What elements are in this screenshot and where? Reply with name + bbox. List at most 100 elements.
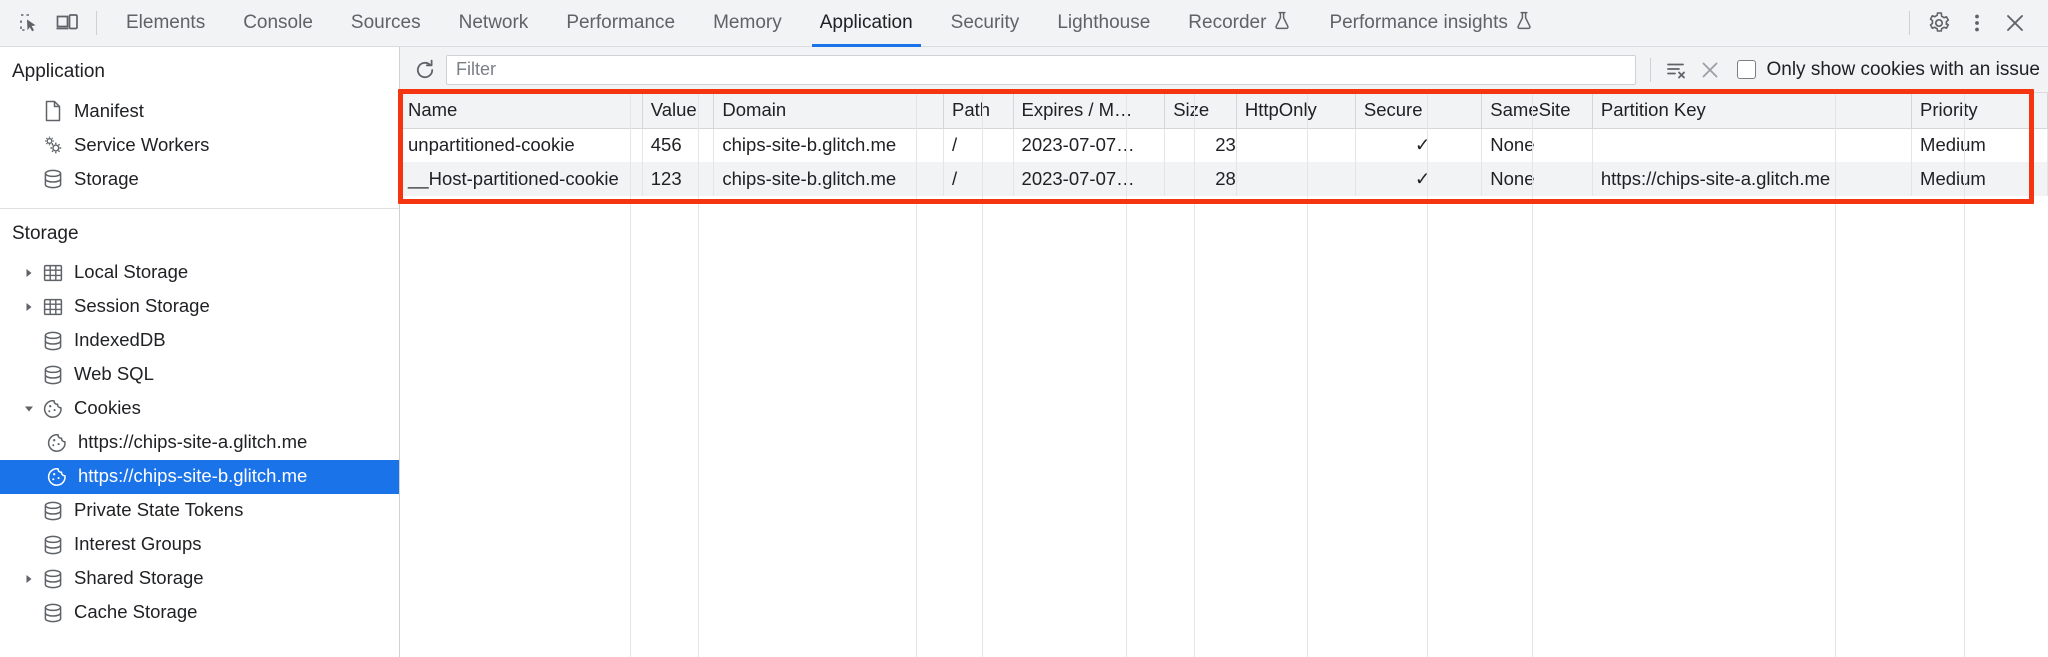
tab-label: Memory xyxy=(713,12,782,33)
tab-label: Sources xyxy=(350,12,421,33)
tab-security[interactable]: Security xyxy=(932,0,1039,47)
chevron-right-icon[interactable] xyxy=(18,301,40,313)
sidebar-item-storage[interactable]: Storage xyxy=(0,162,399,196)
column-header-size[interactable]: Size xyxy=(1164,93,1237,129)
tab-label: Elements xyxy=(126,12,206,33)
sidebar-divider xyxy=(0,207,399,209)
sidebar-item-session-storage[interactable]: Session Storage xyxy=(0,290,399,324)
sidebar-item-label: https://chips-site-b.glitch.me xyxy=(78,465,308,487)
filter-input[interactable] xyxy=(446,54,1637,85)
filter-divider xyxy=(1650,57,1652,82)
experiment-flask-icon xyxy=(1516,11,1533,36)
table-row[interactable]: __Host-partitioned-cookie 123 chips-site… xyxy=(400,162,2048,196)
tab-sources[interactable]: Sources xyxy=(332,0,440,47)
chevron-right-icon[interactable] xyxy=(18,267,40,279)
column-header-domain[interactable]: Domain xyxy=(713,93,945,129)
devtools-body: Application Manifest xyxy=(0,47,2048,657)
tab-application[interactable]: Application xyxy=(801,0,932,47)
experiment-flask-icon xyxy=(1274,11,1291,36)
delete-selected-icon[interactable] xyxy=(1693,53,1727,87)
sidebar-item-web-sql[interactable]: Web SQL xyxy=(0,358,399,392)
sidebar-item-indexeddb[interactable]: IndexedDB xyxy=(0,324,399,358)
column-header-priority[interactable]: Priority xyxy=(1911,93,2048,129)
tab-label: Console xyxy=(243,12,313,33)
cookies-table-body: unpartitioned-cookie 456 chips-site-b.gl… xyxy=(400,128,2048,196)
only-show-cookies-with-issue-checkbox[interactable]: Only show cookies with an issue xyxy=(1737,59,2040,81)
chevron-down-icon[interactable] xyxy=(18,403,40,415)
sidebar-item-interest-groups[interactable]: Interest Groups xyxy=(0,528,399,562)
cell-expires: 2023-07-07… xyxy=(1013,128,1166,162)
column-header-value[interactable]: Value xyxy=(642,93,715,129)
sidebar-item-label: Session Storage xyxy=(74,295,210,317)
cookie-icon xyxy=(44,432,70,454)
cell-priority: Medium xyxy=(1911,128,2048,162)
database-icon xyxy=(40,330,66,352)
tab-recorder[interactable]: Recorder xyxy=(1169,0,1310,47)
tab-label: Security xyxy=(950,12,1020,33)
sidebar-item-label: Shared Storage xyxy=(74,567,204,589)
sidebar-item-cookies-chips-site-a[interactable]: https://chips-site-a.glitch.me xyxy=(0,426,399,460)
checkbox-box[interactable] xyxy=(1737,60,1757,79)
database-icon xyxy=(40,568,66,590)
database-icon xyxy=(40,602,66,624)
column-header-samesite[interactable]: SameSite xyxy=(1481,93,1593,129)
column-header-expires[interactable]: Expires / M… xyxy=(1013,93,1166,129)
sidebar-item-label: Web SQL xyxy=(74,363,154,385)
sidebar-item-service-workers[interactable]: Service Workers xyxy=(0,128,399,162)
inspect-element-icon[interactable] xyxy=(10,4,48,42)
devtools-toolbar: Elements Console Sources Network Perform… xyxy=(0,0,2048,47)
table-icon xyxy=(40,262,66,284)
column-header-path[interactable]: Path xyxy=(943,93,1014,129)
cell-value: 456 xyxy=(642,128,715,162)
table-row[interactable]: unpartitioned-cookie 456 chips-site-b.gl… xyxy=(400,128,2048,162)
tab-memory[interactable]: Memory xyxy=(694,0,801,47)
table-header-row: Name Value Domain Path Expires / M… Size… xyxy=(400,93,2048,129)
sidebar-item-manifest[interactable]: Manifest xyxy=(0,94,399,128)
tab-label: Network xyxy=(458,12,529,33)
cell-samesite: None xyxy=(1481,162,1593,196)
chevron-right-icon[interactable] xyxy=(18,573,40,585)
tab-label: Performance insights xyxy=(1329,12,1508,33)
column-header-partition-key[interactable]: Partition Key xyxy=(1592,93,1913,129)
cell-size: 28 xyxy=(1164,162,1237,196)
device-toolbar-icon[interactable] xyxy=(48,4,86,42)
clear-all-cookies-icon[interactable] xyxy=(1659,53,1693,87)
gear-icon[interactable] xyxy=(1920,4,1958,42)
table-icon xyxy=(40,296,66,318)
cell-name: __Host-partitioned-cookie xyxy=(400,162,643,196)
more-vertical-icon[interactable] xyxy=(1958,4,1996,42)
sidebar-item-shared-storage[interactable]: Shared Storage xyxy=(0,562,399,596)
application-section: Application Manifest xyxy=(0,47,399,209)
cell-secure: ✓ xyxy=(1355,128,1483,162)
tab-network[interactable]: Network xyxy=(440,0,548,47)
tab-label: Recorder xyxy=(1188,12,1267,33)
cell-path: / xyxy=(943,162,1014,196)
sidebar-item-label: https://chips-site-a.glitch.me xyxy=(78,431,308,453)
close-icon[interactable] xyxy=(1996,4,2034,42)
sidebar-item-local-storage[interactable]: Local Storage xyxy=(0,256,399,290)
cell-domain: chips-site-b.glitch.me xyxy=(713,162,945,196)
cell-httponly xyxy=(1236,162,1356,196)
cell-partition-key xyxy=(1592,128,1913,162)
cell-partition-key: https://chips-site-a.glitch.me xyxy=(1592,162,1913,196)
tab-elements[interactable]: Elements xyxy=(107,0,224,47)
document-icon xyxy=(40,100,66,122)
refresh-icon[interactable] xyxy=(408,53,442,87)
column-header-httponly[interactable]: HttpOnly xyxy=(1236,93,1356,129)
tab-performance-insights[interactable]: Performance insights xyxy=(1310,0,1551,47)
column-header-name[interactable]: Name xyxy=(400,93,643,129)
tab-label: Lighthouse xyxy=(1057,12,1151,33)
cell-secure: ✓ xyxy=(1355,162,1483,196)
tab-lighthouse[interactable]: Lighthouse xyxy=(1038,0,1169,47)
sidebar-item-cookies-chips-site-b[interactable]: https://chips-site-b.glitch.me xyxy=(0,459,399,494)
cookie-icon xyxy=(40,398,66,420)
column-header-secure[interactable]: Secure xyxy=(1355,93,1483,129)
sidebar-item-private-state-tokens[interactable]: Private State Tokens xyxy=(0,494,399,528)
tab-performance[interactable]: Performance xyxy=(547,0,694,47)
toolbar-right-actions xyxy=(1899,4,2048,42)
database-icon xyxy=(40,168,66,190)
database-icon xyxy=(40,364,66,386)
tab-console[interactable]: Console xyxy=(224,0,332,47)
sidebar-item-cache-storage[interactable]: Cache Storage xyxy=(0,596,399,630)
sidebar-item-cookies[interactable]: Cookies xyxy=(0,392,399,426)
